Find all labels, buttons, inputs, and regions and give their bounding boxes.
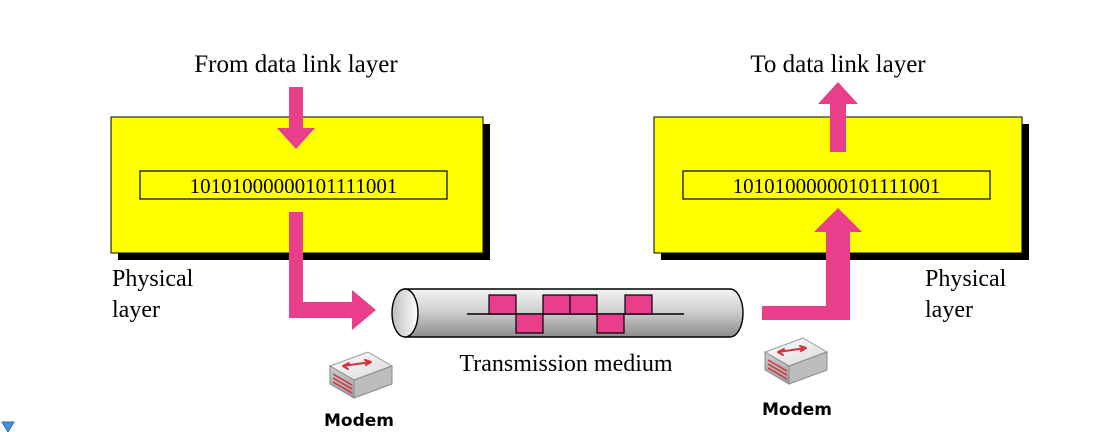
left-modem-label: Modem <box>324 411 394 431</box>
receiver-bitstream: 10101000000101111001 <box>733 174 941 198</box>
physical-layer-right-line2: layer <box>925 297 973 323</box>
to-data-link-layer-label: To data link layer <box>750 51 926 78</box>
arrow-sender-to-medium <box>289 212 376 330</box>
cable-end-cap <box>391 288 419 338</box>
signal-pulse-low <box>596 313 625 334</box>
sender-bitstream-frame <box>139 170 448 200</box>
modem-icon <box>328 351 394 399</box>
right-modem: Modem <box>762 337 832 420</box>
triangle-down-icon <box>1 421 15 432</box>
signal-pulse-high <box>624 294 653 315</box>
transmission-medium-label: Transmission medium <box>459 351 672 377</box>
physical-layer-left-line1: Physical <box>112 266 194 292</box>
arrow-up-out-of-receiver <box>818 82 858 152</box>
signal-pulse-high <box>569 294 598 315</box>
from-data-link-layer-label: From data link layer <box>194 51 398 78</box>
signal-pulse-high <box>542 294 571 315</box>
arrow-down-into-sender <box>277 87 315 149</box>
arrow-medium-to-receiver <box>762 208 862 320</box>
physical-layer-left-line2: layer <box>112 297 160 323</box>
signal-pulse-low <box>515 313 544 334</box>
left-modem: Modem <box>324 351 394 431</box>
transmission-medium-cable <box>391 288 744 338</box>
signal-pulse-high <box>488 294 517 315</box>
modem-icon <box>763 337 829 385</box>
right-modem-label: Modem <box>762 400 832 420</box>
receiver-bitstream-frame <box>682 170 991 200</box>
physical-layer-right-line1: Physical <box>925 266 1007 292</box>
sender-bitstream: 10101000000101111001 <box>190 174 398 198</box>
